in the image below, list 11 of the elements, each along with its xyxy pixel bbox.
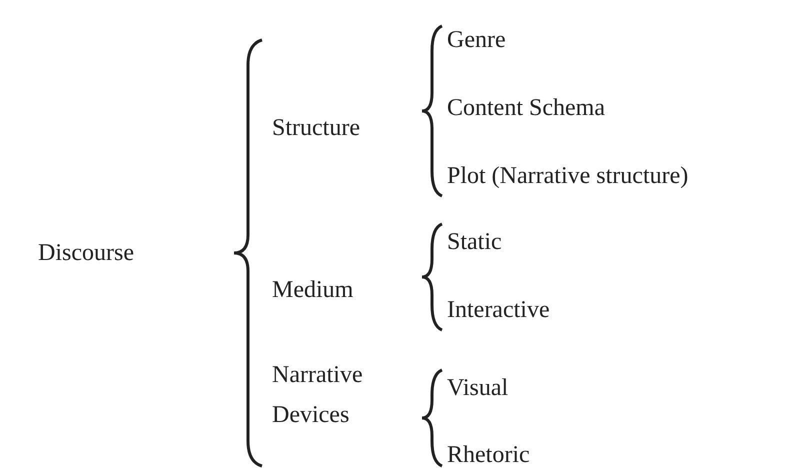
- category-label: Content Schema: [447, 94, 605, 123]
- category-label: Static: [447, 228, 502, 257]
- category-label: Narrative Devices: [272, 361, 364, 430]
- category-label: Interactive: [447, 296, 550, 325]
- category-label: Rhetoric: [447, 441, 530, 468]
- category-label: Medium: [272, 276, 354, 305]
- category-label: Visual: [447, 374, 508, 403]
- category-label: Plot (Narrative structure): [447, 162, 688, 191]
- category-label: Discourse: [38, 239, 134, 268]
- category-label: Genre: [447, 26, 506, 55]
- category-label: Structure: [272, 114, 360, 143]
